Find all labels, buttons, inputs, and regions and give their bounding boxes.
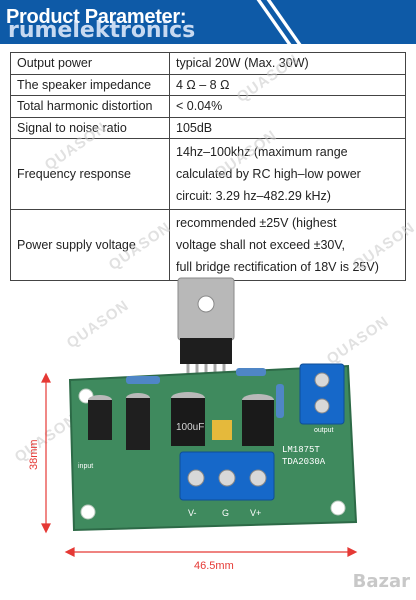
output-terminal-block [299,363,345,425]
capacitor-label: 100uF [176,422,204,433]
param-value-line: calculated by RC high–low power [176,167,361,181]
param-value-line: full bridge rectification of 18V is 25V) [176,260,379,274]
capacitor [212,420,232,440]
capacitor [88,400,112,440]
table-row: Signal to noise ratio 105dB [10,116,406,139]
width-dimension-label: 46.5mm [194,560,234,572]
param-label: Frequency response [10,138,170,210]
capacitor [126,398,150,450]
resistor [236,368,266,376]
footer-watermark: Bazar [352,571,410,592]
terminal-screw [314,372,330,388]
terminal-label: G [222,508,229,518]
param-value-line: circuit: 3.29 hz–482.29 kHz) [176,189,331,203]
capacitor [171,398,205,446]
chip-label: LM1875T [282,445,320,455]
parameter-table: Output power typical 20W (Max. 30W) The … [10,52,406,281]
header-banner: Product Parameter: rumelektronics [0,0,416,44]
param-value-line: 105dB [176,120,213,135]
resistor [276,384,284,418]
terminal-screw [187,469,205,487]
terminal-screw [314,398,330,414]
input-label: input [78,463,93,470]
mounting-hole [197,295,215,313]
param-value: 105dB [169,116,406,139]
mounting-hole [80,504,96,520]
param-label: Power supply voltage [10,209,170,281]
param-value-line: typical 20W (Max. 30W) [176,56,309,70]
param-value-line: 14hz–100khz (maximum range [176,145,348,159]
dimension-lines [41,372,358,557]
param-label: Output power [10,52,170,75]
header-watermark: rumelektronics [8,18,196,43]
terminal-screw [249,469,267,487]
amplifier-board-photo: 100uF LM1875T TDA2030A output input V- G… [41,277,358,557]
table-row: Frequency response 14hz–100khz (maximum … [10,138,406,210]
table-row: The speaker impedance 4 Ω – 8 Ω [10,73,406,96]
param-label: Signal to noise ratio [10,116,170,139]
param-value: 4 Ω – 8 Ω [169,73,406,96]
terminal-screw [218,469,236,487]
capacitor [242,400,274,446]
mounting-hole [330,500,346,516]
page-title: Product Parameter: [6,6,187,28]
output-label: output [314,427,334,434]
height-dimension-label: 38mm [28,439,40,470]
table-row: Output power typical 20W (Max. 30W) [10,52,406,75]
param-value-line: voltage shall not exceed ±30V, [176,238,346,252]
param-value: recommended ±25V (highest voltage shall … [169,209,406,281]
table-row: Power supply voltage recommended ±25V (h… [10,209,406,281]
param-label: Total harmonic distortion [10,95,170,118]
resistor [126,376,160,384]
param-label: The speaker impedance [10,73,170,96]
terminal-label: V- [188,508,197,518]
table-row: Total harmonic distortion < 0.04% [10,95,406,118]
param-value-line: < 0.04% [176,99,223,113]
param-value-line: recommended ±25V (highest [176,216,337,230]
param-value: typical 20W (Max. 30W) [169,52,406,75]
param-value: < 0.04% [169,95,406,118]
param-value-line: 4 Ω – 8 Ω [176,77,230,92]
ic-body [180,338,232,364]
param-value: 14hz–100khz (maximum range calculated by… [169,138,406,210]
chip-label: TDA2030A [282,457,326,467]
terminal-label: V+ [250,508,261,518]
